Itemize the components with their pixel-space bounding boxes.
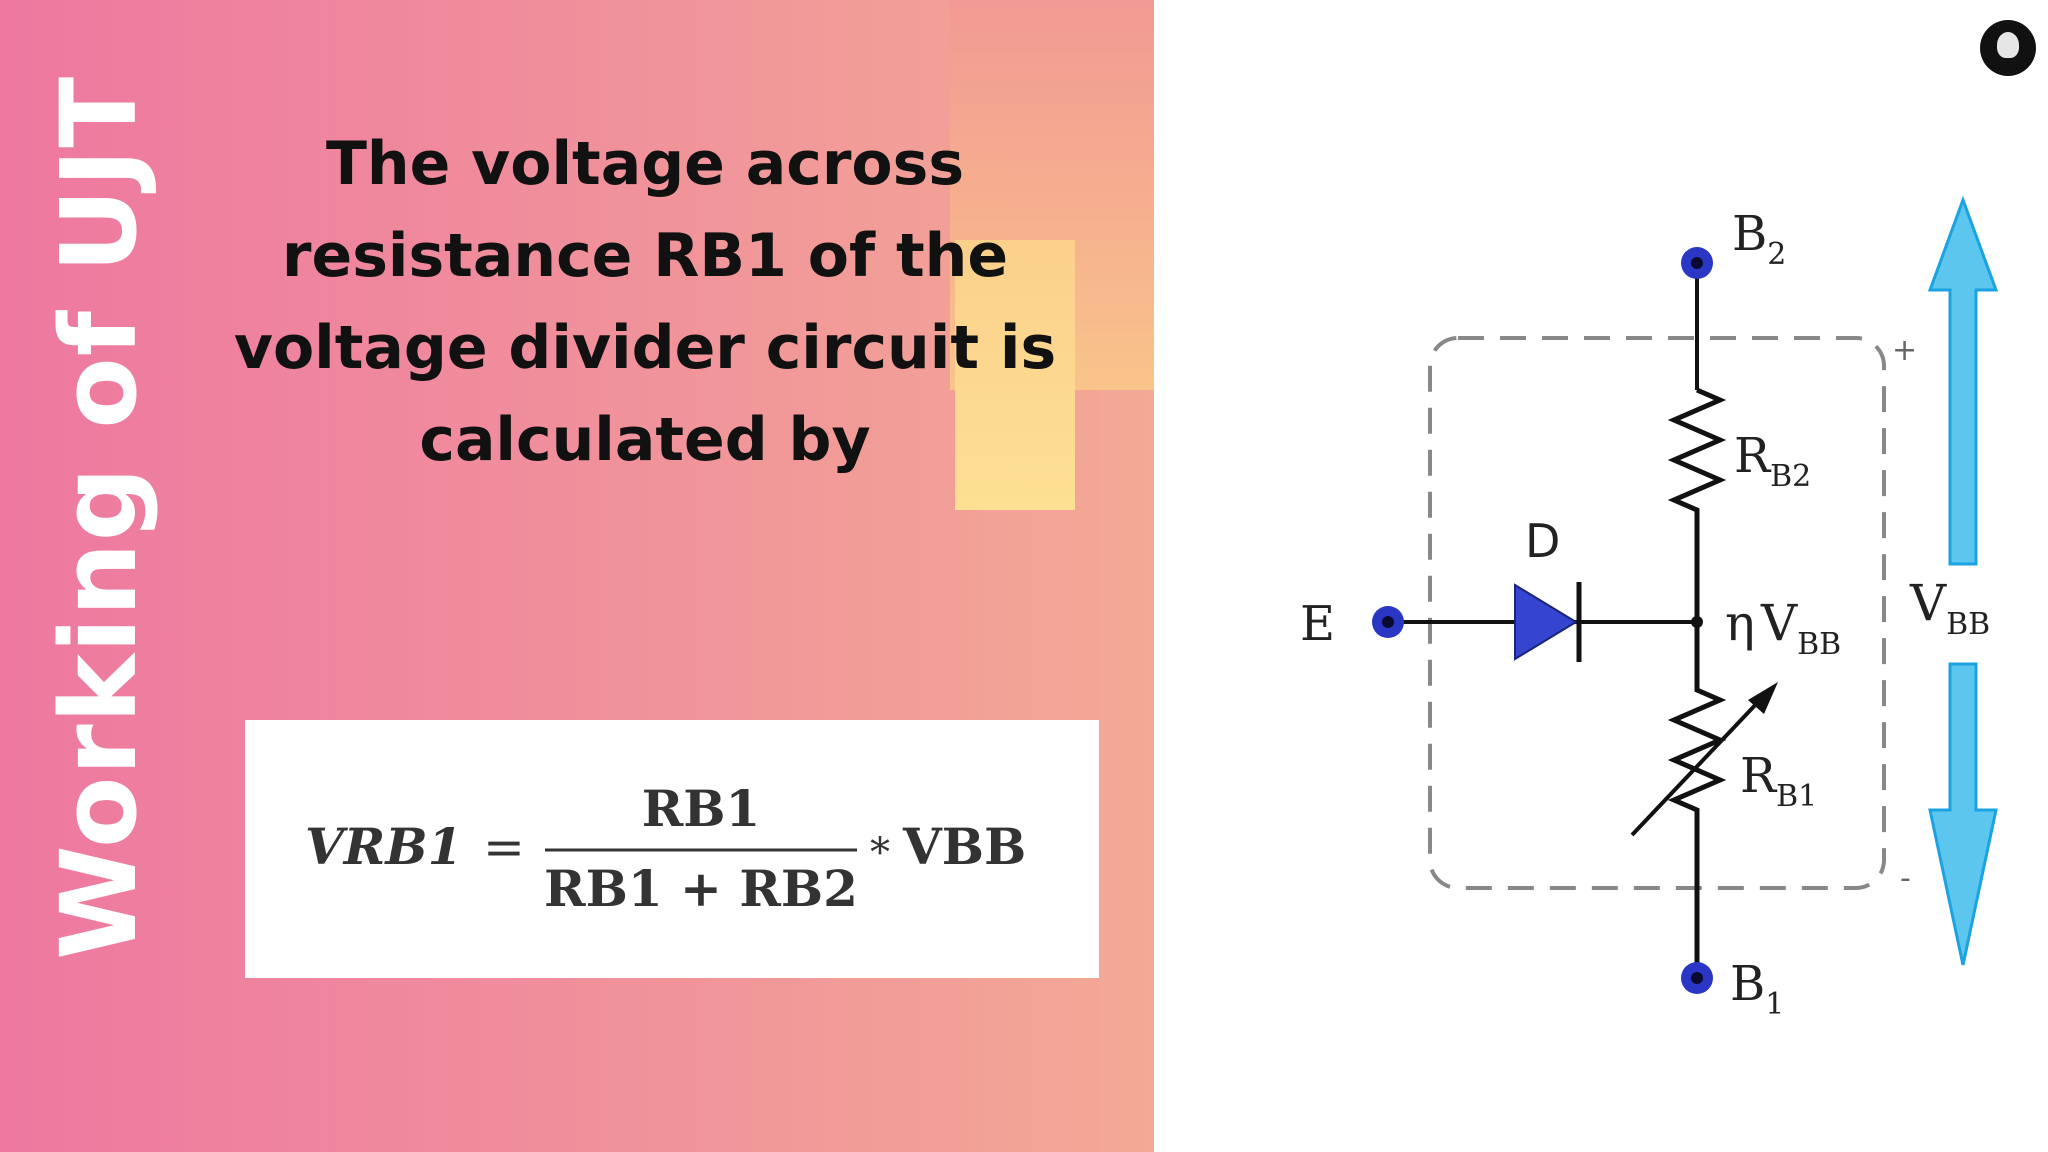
formula-numerator: RB1: [642, 779, 761, 838]
variable-arrow-line: [1630, 698, 1762, 837]
vertical-title: Working of UJT: [38, 75, 160, 960]
ujt-boundary-dashed: [1428, 336, 1886, 890]
label-minus: -: [1900, 861, 1911, 896]
logo-face-icon: [1997, 32, 2019, 58]
label-rb2: RB2: [1734, 428, 1811, 494]
variable-arrow-head: [1748, 682, 1778, 714]
terminal-b2-core: [1691, 257, 1703, 269]
vbb-arrow-down: [1928, 662, 1998, 966]
label-diode: D: [1525, 514, 1560, 568]
formula-times: *: [870, 830, 890, 876]
left-panel: Working of UJT The voltage across resist…: [0, 0, 1154, 1152]
formula-box: VRB1 = RB1 RB1 + RB2 * VBB: [245, 720, 1099, 978]
terminal-b1-core: [1691, 972, 1703, 984]
channel-logo: [1980, 20, 2036, 76]
formula-factor: VBB: [902, 817, 1026, 876]
label-b2: B2: [1732, 206, 1786, 272]
label-rb1: RB1: [1740, 748, 1817, 814]
formula-lhs: VRB1: [305, 817, 462, 876]
label-emitter: E: [1300, 596, 1335, 652]
diode-triangle: [1514, 583, 1578, 661]
resistor-rb2: [1667, 387, 1727, 625]
terminal-e-core: [1382, 616, 1394, 628]
vbb-arrow-up: [1927, 195, 1999, 566]
formula-denominator: RB1 + RB2: [544, 859, 858, 918]
label-plus: +: [1892, 333, 1917, 368]
resistor-rb1: [1667, 625, 1727, 980]
formula-equals: =: [483, 818, 525, 876]
brush-stroke-highlight: [955, 240, 1075, 510]
label-b1: B1: [1730, 956, 1784, 1022]
formula: VRB1 = RB1 RB1 + RB2 * VBB: [305, 779, 1026, 918]
label-vbb: VBB: [1909, 574, 1990, 642]
slide-heading: The voltage across resistance RB1 of the…: [233, 129, 1057, 475]
